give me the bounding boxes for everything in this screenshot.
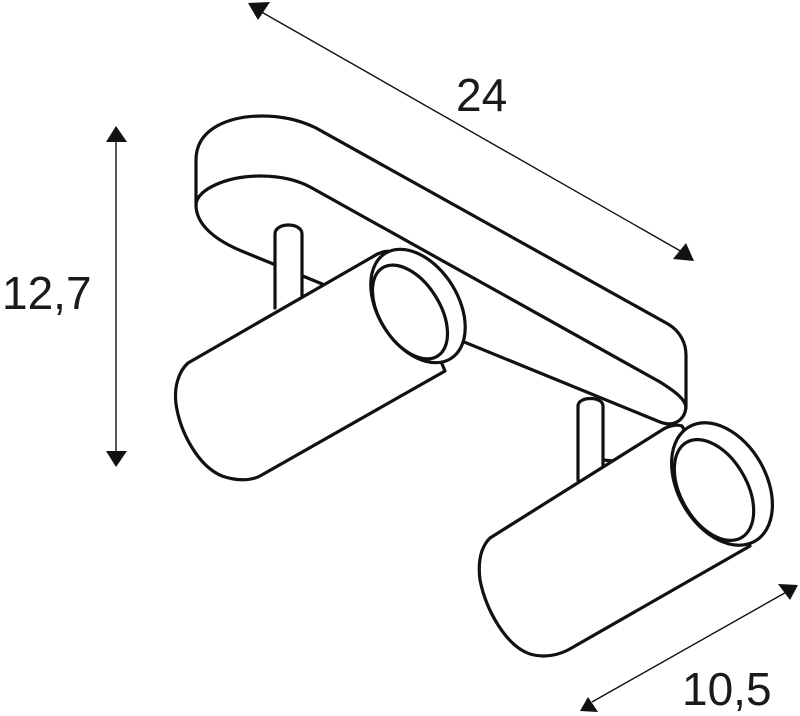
- height-dimension: [106, 126, 127, 467]
- depth-dimension: [580, 584, 798, 712]
- stem-left: [273, 223, 304, 310]
- arrow-up-right-icon: [778, 584, 798, 600]
- stem-right: [576, 396, 626, 482]
- arrow-up-left-icon: [248, 2, 270, 20]
- spotlight-left: [173, 247, 467, 482]
- arrow-down-right-icon: [673, 243, 694, 261]
- depth-dimension-label: 10,5: [682, 663, 772, 715]
- width-dimension: [248, 2, 694, 261]
- arrow-up-icon: [106, 126, 127, 142]
- width-dimension-label: 24: [456, 69, 508, 121]
- arrow-down-icon: [106, 451, 127, 467]
- height-dimension-label: 12,7: [2, 267, 92, 319]
- spotlight-right: [477, 421, 775, 658]
- arrow-down-left-icon: [580, 697, 598, 712]
